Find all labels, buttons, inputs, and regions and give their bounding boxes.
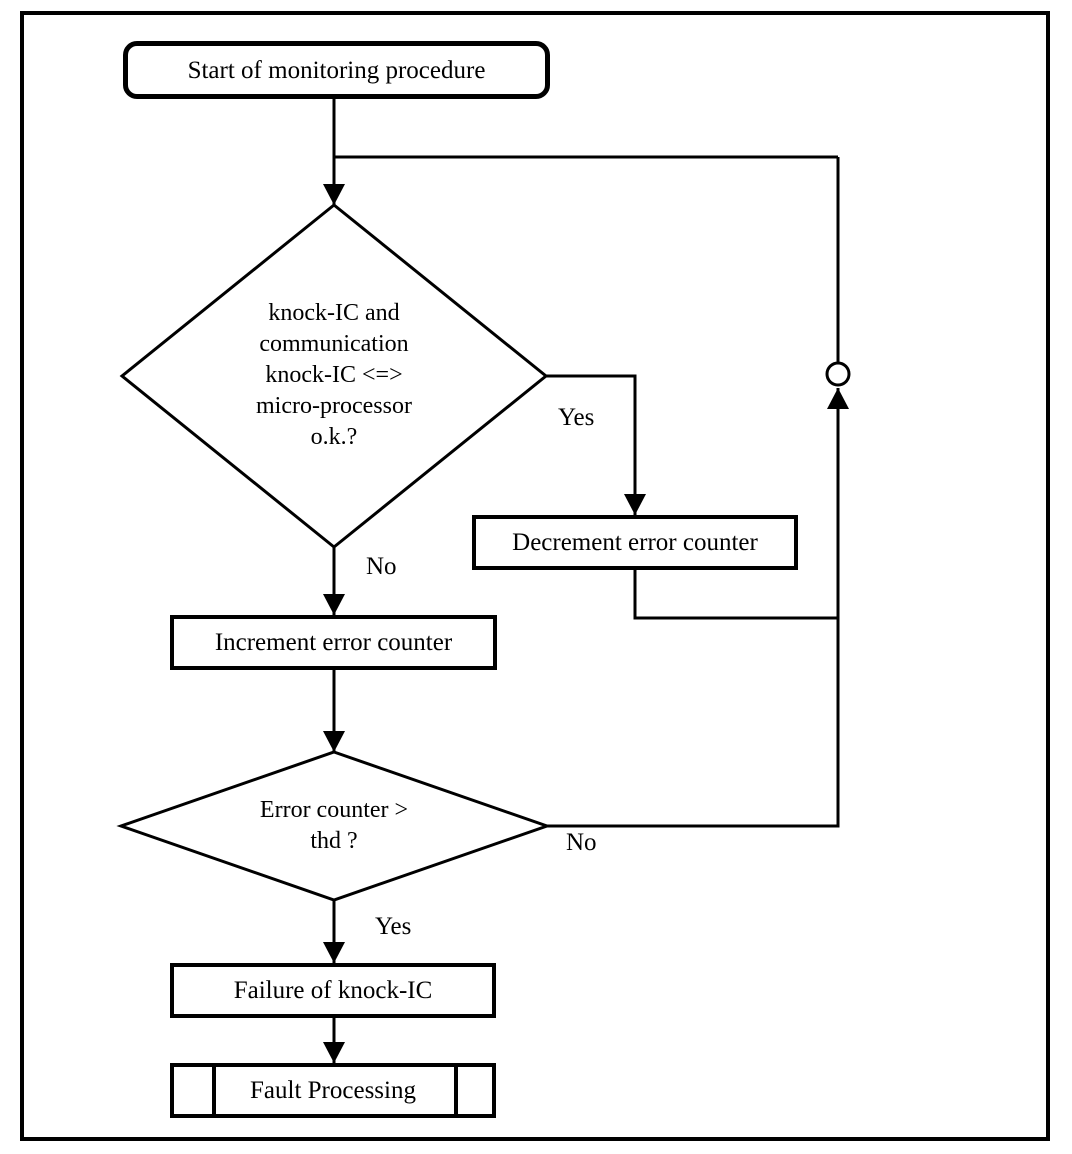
node-start: Start of monitoring procedure	[123, 41, 550, 99]
figure-border	[20, 11, 1050, 1141]
node-decrement-error-counter: Decrement error counter	[472, 515, 798, 570]
connector-circle	[825, 361, 851, 387]
arrowhead-down-icon	[323, 184, 345, 205]
decision1-line: o.k.?	[310, 424, 358, 450]
node-fault-label: Fault Processing	[250, 1077, 416, 1104]
node-decision1-text: knock-IC and communication knock-IC <=> …	[184, 298, 484, 453]
node-decision2-text: Error counter > thd ?	[184, 795, 484, 857]
decision2-line: Error counter >	[259, 797, 409, 823]
edge-label-decision1-yes: Yes	[558, 404, 595, 431]
arrowhead-down-icon	[323, 942, 345, 963]
decision1-diamond-shape	[119, 203, 549, 549]
decision2-line: thd ?	[310, 828, 358, 854]
node-increment-error-counter: Increment error counter	[170, 615, 497, 670]
arrowhead-down-icon	[624, 494, 646, 515]
edge-decrement-out	[633, 570, 838, 620]
decision2-diamond-shape	[116, 750, 552, 902]
node-failure-label: Failure of knock-IC	[233, 977, 433, 1004]
arrowhead-down-icon	[323, 594, 345, 615]
node-fault-processing: Fault Processing	[170, 1063, 496, 1118]
edge-decision2-no	[547, 388, 840, 828]
predefined-process-bar-left	[212, 1067, 216, 1114]
edge-label-decision1-no: No	[366, 553, 397, 580]
decision1-line: micro-processor	[256, 393, 412, 419]
arrowhead-down-icon	[323, 731, 345, 752]
node-decrement-label: Decrement error counter	[512, 529, 758, 556]
arrowheads	[323, 184, 849, 1063]
arrowhead-down-icon	[323, 1042, 345, 1063]
arrowhead-up-icon	[827, 388, 849, 409]
decision1-line: knock-IC <=>	[265, 362, 403, 388]
decision1-line: knock-IC and	[268, 300, 400, 326]
edge-label-decision2-yes: Yes	[375, 913, 412, 940]
predefined-process-bar-right	[454, 1067, 458, 1114]
decision1-line: communication	[259, 331, 409, 357]
node-increment-label: Increment error counter	[214, 629, 453, 656]
node-failure-of-knock-ic: Failure of knock-IC	[170, 963, 496, 1018]
node-start-label: Start of monitoring procedure	[187, 56, 486, 84]
edge-label-decision2-no: No	[566, 829, 597, 856]
edge-decision1-yes	[546, 374, 637, 515]
